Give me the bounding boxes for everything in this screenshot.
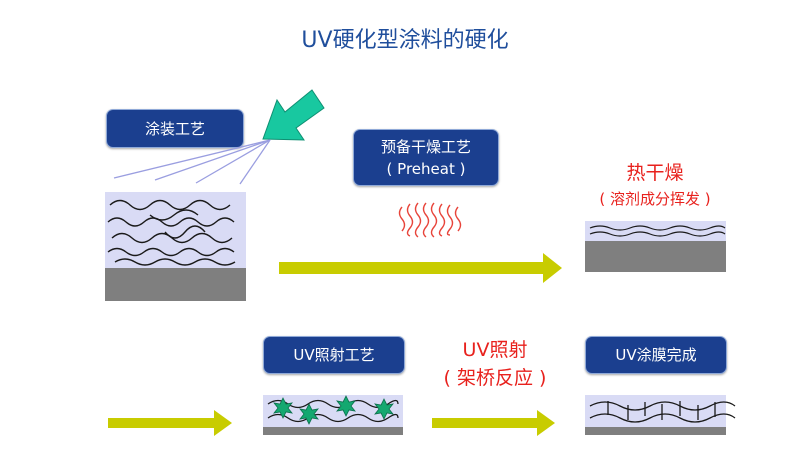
spray-arrow	[262, 89, 325, 141]
predry-process-text: 预备干燥工艺	[380, 137, 471, 156]
coating-process-text: 涂装工艺	[144, 119, 205, 138]
substrate-dried	[585, 241, 726, 272]
uv-done-text: UV涂膜完成	[615, 346, 697, 364]
uv-irradiation-title: UV照射	[462, 339, 528, 361]
process-arrow-bottom-right	[432, 410, 555, 436]
uv-done-label: UV涂膜完成	[585, 336, 727, 374]
process-arrow-top	[279, 253, 562, 283]
star-icon	[273, 397, 293, 419]
heat-dry-title: 热干燥	[626, 162, 684, 184]
crosslinked-network	[589, 401, 736, 423]
uv-irradiation-subtitle: ( 架桥反应 )	[443, 367, 547, 389]
uv-process-text: UV照射工艺	[293, 346, 375, 364]
coating-layer-dried	[585, 221, 726, 241]
dried-waves	[589, 225, 726, 237]
heat-dry-subtitle: ( 溶剂成分挥发 )	[599, 190, 711, 208]
substrate-cured	[585, 427, 726, 435]
coating-process-label: 涂装工艺	[106, 109, 244, 148]
uv-process-label: UV照射工艺	[263, 336, 405, 374]
substrate-left	[105, 268, 246, 301]
coating-layer-cured	[585, 395, 726, 427]
substrate-uv	[263, 427, 403, 435]
solvent-waves	[107, 199, 236, 266]
predry-process-label: 预备干燥工艺 ( Preheat )	[353, 129, 499, 186]
spray-rays	[113, 139, 271, 185]
star-icon	[336, 395, 356, 417]
diagram-title: UV硬化型涂料的硬化	[301, 28, 509, 53]
predry-preheat-text: ( Preheat )	[386, 159, 466, 178]
star-icon	[374, 398, 394, 420]
process-arrow-bottom-left	[108, 410, 232, 436]
uv-radical-stars	[273, 395, 394, 425]
heat-waves	[398, 202, 462, 238]
coating-layer-left	[105, 192, 246, 268]
star-icon	[299, 403, 319, 425]
